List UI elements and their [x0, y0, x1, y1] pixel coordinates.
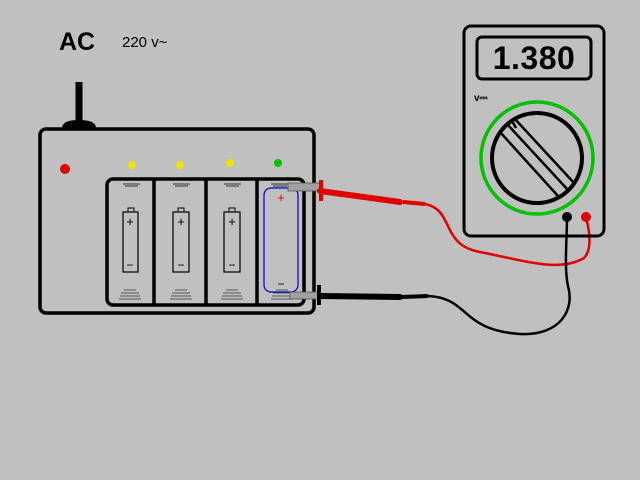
dial-ring: [479, 100, 595, 216]
slot-3-led: [226, 159, 234, 167]
battery-2: [172, 207, 190, 273]
dial-grip-lines: [499, 117, 576, 197]
battery-4-plus-sign: +: [277, 190, 285, 205]
red-probe-lead: [424, 202, 591, 267]
multimeter-reading: 1.380: [492, 40, 576, 76]
cable-strain-relief: [62, 120, 96, 128]
voltage-jack: [581, 212, 591, 222]
multimeter-display: [475, 35, 593, 81]
top-contacts: [123, 183, 241, 187]
battery-1: [122, 207, 139, 273]
mains-voltage-label: 220 v~: [122, 34, 168, 51]
positive-contact-plate: [287, 182, 321, 192]
power-led: [60, 164, 70, 174]
battery-4-highlighted: [263, 183, 299, 293]
selector-dial: [490, 111, 584, 205]
spring-contacts: [119, 289, 293, 300]
battery-minus-sign: −: [228, 258, 235, 272]
red-probe: [317, 180, 426, 206]
battery-plus-sign: +: [228, 214, 236, 229]
ac-source-label: AC: [59, 28, 96, 56]
battery-3: [223, 207, 241, 273]
battery-minus-sign: −: [177, 258, 184, 272]
battery-plus-sign: +: [177, 214, 185, 229]
battery-minus-sign: −: [126, 258, 133, 272]
battery-tray: [105, 177, 306, 307]
com-jack: [562, 212, 572, 222]
black-probe-lead: [427, 217, 571, 336]
charger-body: [38, 127, 316, 315]
negative-contact-plate: [289, 291, 321, 300]
battery-4-minus-sign: −: [277, 277, 284, 291]
battery-plus-sign: +: [126, 214, 134, 229]
black-probe: [317, 285, 429, 305]
slot-4-led: [274, 159, 282, 167]
multimeter-body: [462, 24, 606, 238]
slot-2-led: [176, 161, 184, 169]
slot-1-led: [128, 161, 136, 169]
dc-voltage-mode-label: v⎓: [474, 93, 488, 104]
